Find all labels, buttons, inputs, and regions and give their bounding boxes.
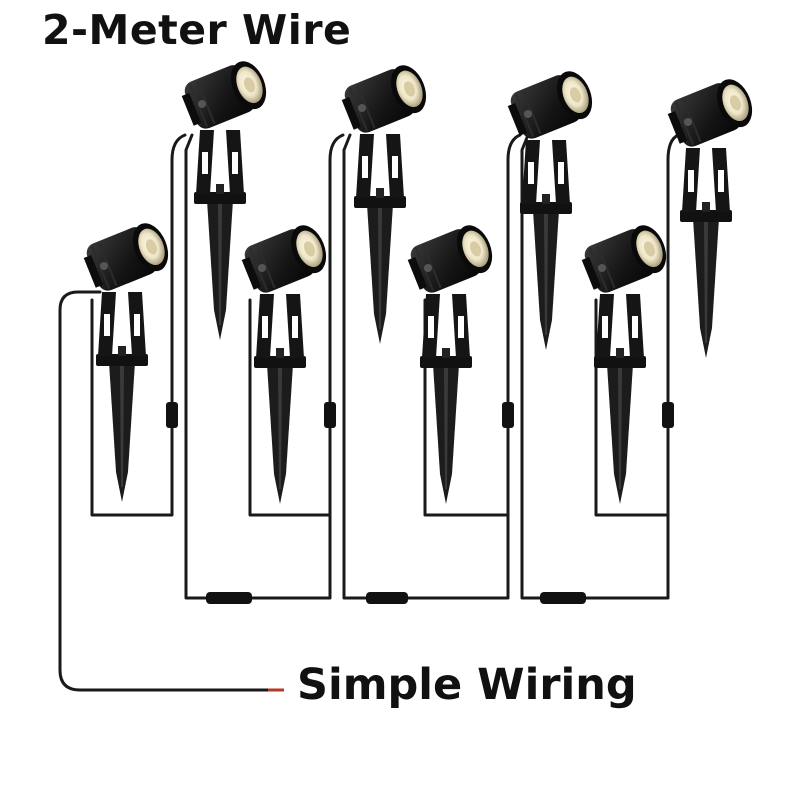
spotlight-4	[336, 59, 434, 345]
spotlight-5	[402, 219, 500, 505]
connectors	[166, 402, 674, 604]
lamps	[78, 55, 760, 505]
spotlight-8	[662, 73, 760, 359]
spotlight-6	[502, 65, 600, 351]
spotlight-3	[236, 219, 334, 505]
spotlight-1	[78, 217, 176, 503]
spotlight-2	[176, 55, 274, 341]
headline: 2-Meter Wire	[42, 6, 352, 54]
spotlight-7	[576, 219, 674, 505]
caption: Simple Wiring	[297, 660, 637, 710]
wiring	[58, 133, 680, 692]
